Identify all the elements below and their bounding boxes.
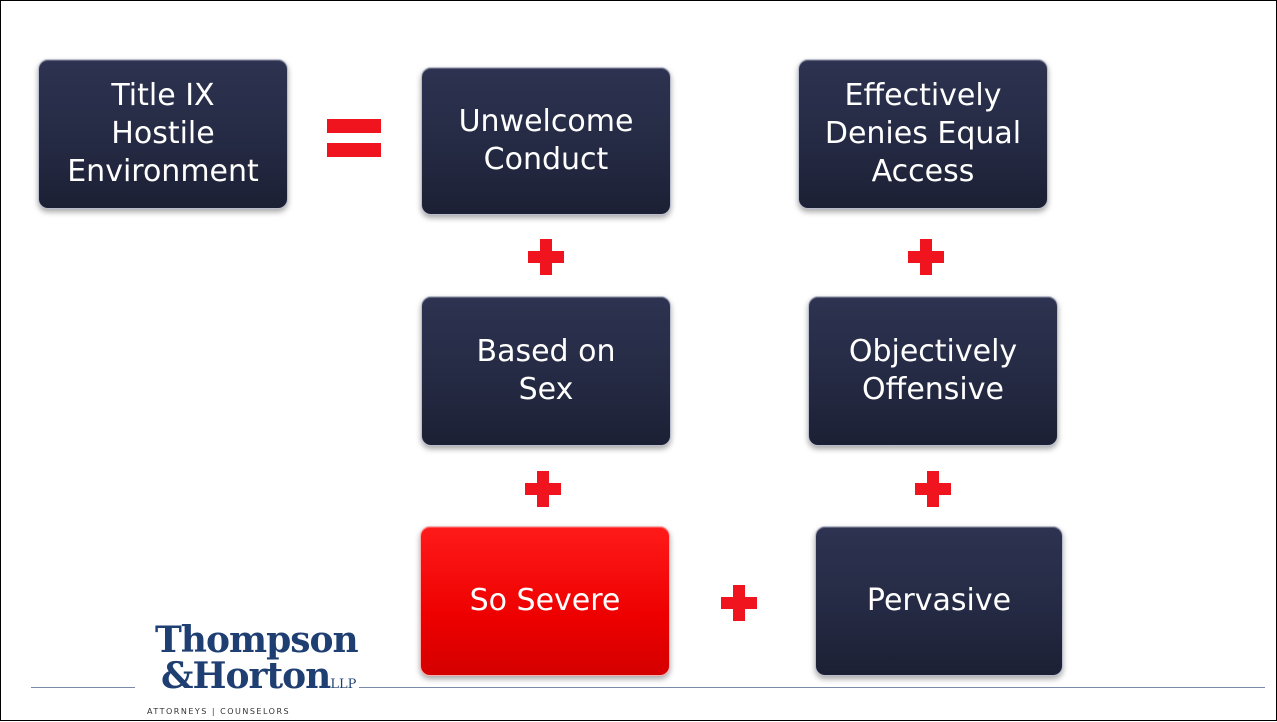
- plus-icon: [721, 585, 757, 621]
- logo-suffix: LLP: [330, 677, 357, 692]
- plus-icon: [525, 471, 561, 507]
- based-on-sex-box: Based on Sex: [421, 296, 671, 446]
- logo-tagline: ATTORNEYS | COUNSELORS: [147, 707, 291, 716]
- footer-divider-left: [31, 687, 135, 688]
- footer-divider-right: [359, 687, 1265, 688]
- definition-box: Title IX Hostile Environment: [38, 59, 288, 209]
- objectively-offensive-box: Objectively Offensive: [808, 296, 1058, 446]
- company-logo: Thompson &HortonLLP ATTORNEYS | COUNSELO…: [141, 619, 359, 722]
- denies-equal-access-box: Effectively Denies Equal Access: [798, 59, 1048, 209]
- logo-line-1: Thompson: [155, 619, 359, 661]
- plus-icon: [908, 239, 944, 275]
- pervasive-box: Pervasive: [815, 526, 1063, 676]
- plus-icon: [528, 239, 564, 275]
- logo-line-2-text: &Horton: [161, 655, 331, 697]
- unwelcome-conduct-box: Unwelcome Conduct: [421, 67, 671, 215]
- plus-icon: [915, 471, 951, 507]
- so-severe-box: So Severe: [420, 526, 670, 676]
- equals-icon: [327, 119, 381, 157]
- logo-line-2: &HortonLLP: [161, 655, 356, 697]
